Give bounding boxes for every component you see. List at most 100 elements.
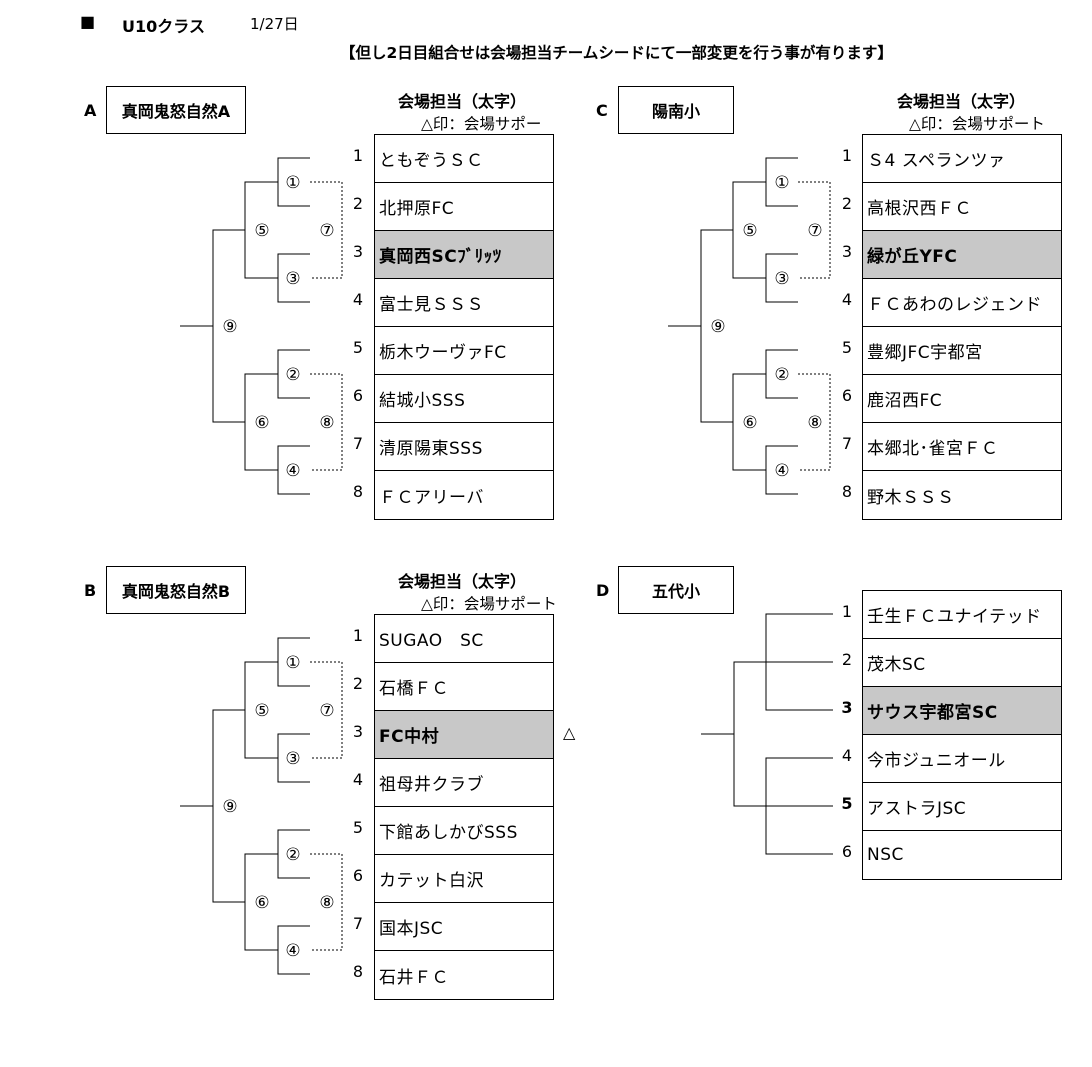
match-label: ⑧	[319, 893, 334, 913]
venue-box-c: 陽南小	[618, 86, 734, 134]
team-number: 5	[841, 794, 853, 813]
team-cell: 下館あしかびSSS	[375, 807, 553, 855]
numbers-a: 1 2 3 4 5 6 7 8	[351, 134, 365, 518]
team-number: 8	[841, 482, 853, 501]
team-number: 2	[352, 194, 364, 213]
group-letter-b: B	[84, 581, 97, 600]
team-number: 5	[841, 338, 853, 357]
match-label: ④	[285, 461, 300, 481]
numbers-c: 1 2 3 4 5 6 7 8	[840, 134, 854, 518]
team-cell: NSC	[867, 845, 904, 865]
header-square-mark: ■	[80, 12, 96, 31]
team-cell: 清原陽東SSS	[375, 423, 553, 471]
date-label: 1/27日	[250, 15, 299, 33]
duty-sub-c: △印：会場サポート	[909, 115, 1045, 133]
team-number: 8	[352, 482, 364, 501]
team-cell: 今市ジュニオール	[863, 735, 1061, 783]
match-label: ⑨	[710, 317, 725, 337]
team-cell: 茂木SC	[863, 639, 1061, 687]
team-cell: 国本JSC	[375, 903, 553, 951]
team-cell-host: 真岡西SCﾌﾞﾘｯﾂ	[375, 231, 553, 279]
group-letter-d: D	[596, 581, 610, 600]
match-label: ⑦	[807, 221, 822, 241]
team-number: 2	[841, 650, 853, 669]
match-label: ①	[285, 173, 300, 193]
team-number: 3	[352, 722, 364, 741]
team-number: 7	[352, 434, 364, 453]
team-cell: 北押原FC	[375, 183, 553, 231]
team-cell-host: FC中村	[375, 711, 553, 759]
team-table-a: ともぞうＳＣ 北押原FC 真岡西SCﾌﾞﾘｯﾂ 富士見ＳＳＳ 栃木ウーヴァFC …	[374, 134, 554, 520]
team-number: 7	[352, 914, 364, 933]
duty-title-a: 会場担当（太字）	[398, 92, 527, 111]
match-label: ③	[285, 749, 300, 769]
team-number: 4	[841, 290, 853, 309]
match-label: ④	[285, 941, 300, 961]
match-label: ②	[285, 845, 300, 865]
group-letter-c: C	[596, 101, 608, 120]
team-cell-host: 緑が丘YFC	[863, 231, 1061, 279]
venue-name-a: 真岡鬼怒自然A	[121, 102, 231, 121]
team-cell: ともぞうＳＣ	[375, 135, 553, 183]
team-cell: SUGAO SC	[375, 615, 553, 663]
team-number: 3	[352, 242, 364, 261]
team-number: 6	[352, 866, 364, 885]
match-label: ⑨	[222, 797, 237, 817]
venue-name-c: 陽南小	[651, 102, 700, 121]
team-cell: 壬生ＦＣユナイテッド	[863, 591, 1061, 639]
team-cell: ＦＣアリーバ	[379, 487, 484, 508]
match-label: ⑤	[254, 701, 269, 721]
team-number: 1	[841, 146, 853, 165]
team-cell-host: サウス宇都宮SC	[863, 687, 1061, 735]
team-number: 7	[841, 434, 853, 453]
match-label: ⑦	[319, 701, 334, 721]
team-cell: 鹿沼西FC	[863, 375, 1061, 423]
match-label: ①	[285, 653, 300, 673]
venue-name-b: 真岡鬼怒自然B	[121, 582, 231, 601]
team-number: 4	[352, 770, 364, 789]
venue-box-d: 五代小	[618, 566, 734, 614]
duty-sub-a: △印：会場サポー	[421, 115, 542, 133]
team-number: 6	[841, 386, 853, 405]
team-number: 6	[841, 842, 853, 861]
venue-box-b: 真岡鬼怒自然B	[106, 566, 246, 614]
match-label: ⑤	[254, 221, 269, 241]
team-number: 1	[352, 626, 364, 645]
team-cell: ＦＣあわのレジェンド	[863, 279, 1061, 327]
duty-title-c: 会場担当（太字）	[897, 92, 1026, 111]
team-number: 5	[352, 338, 364, 357]
match-label: ③	[285, 269, 300, 289]
match-label: ②	[285, 365, 300, 385]
numbers-d: 1 2 3 4 5 6	[840, 590, 854, 878]
team-number: 2	[841, 194, 853, 213]
team-number: 5	[352, 818, 364, 837]
team-cell: アストラJSC	[863, 783, 1061, 831]
team-cell: 石橋ＦＣ	[375, 663, 553, 711]
schedule-note: 【但し2日目組合せは会場担当チームシードにて一部変更を行う事が有ります】	[340, 44, 893, 62]
duty-title-b: 会場担当（太字）	[398, 572, 527, 591]
team-cell: 本郷北･雀宮ＦＣ	[863, 423, 1061, 471]
venue-name-d: 五代小	[651, 582, 700, 601]
team-number: 2	[352, 674, 364, 693]
team-table-c: Ｓ4 スペランツァ 高根沢西ＦＣ 緑が丘YFC ＦＣあわのレジェンド 豊郷JFC…	[862, 134, 1062, 520]
team-cell: 高根沢西ＦＣ	[863, 183, 1061, 231]
team-cell: カテット白沢	[375, 855, 553, 903]
team-cell: 栃木ウーヴァFC	[375, 327, 553, 375]
match-label: ⑥	[742, 413, 757, 433]
match-label: ⑤	[742, 221, 757, 241]
match-label: ⑥	[254, 413, 269, 433]
team-cell: 野木ＳＳＳ	[867, 487, 955, 508]
team-number: 3	[841, 242, 853, 261]
match-label: ⑧	[807, 413, 822, 433]
team-cell: 祖母井クラブ	[375, 759, 553, 807]
match-label: ①	[774, 173, 789, 193]
team-cell: 石井ＦＣ	[379, 967, 449, 988]
match-label: ③	[774, 269, 789, 289]
support-triangle-mark: △	[563, 723, 576, 742]
team-cell: 結城小SSS	[375, 375, 553, 423]
team-table-b: SUGAO SC 石橋ＦＣ FC中村 祖母井クラブ 下館あしかびSSS カテット…	[374, 614, 554, 1000]
